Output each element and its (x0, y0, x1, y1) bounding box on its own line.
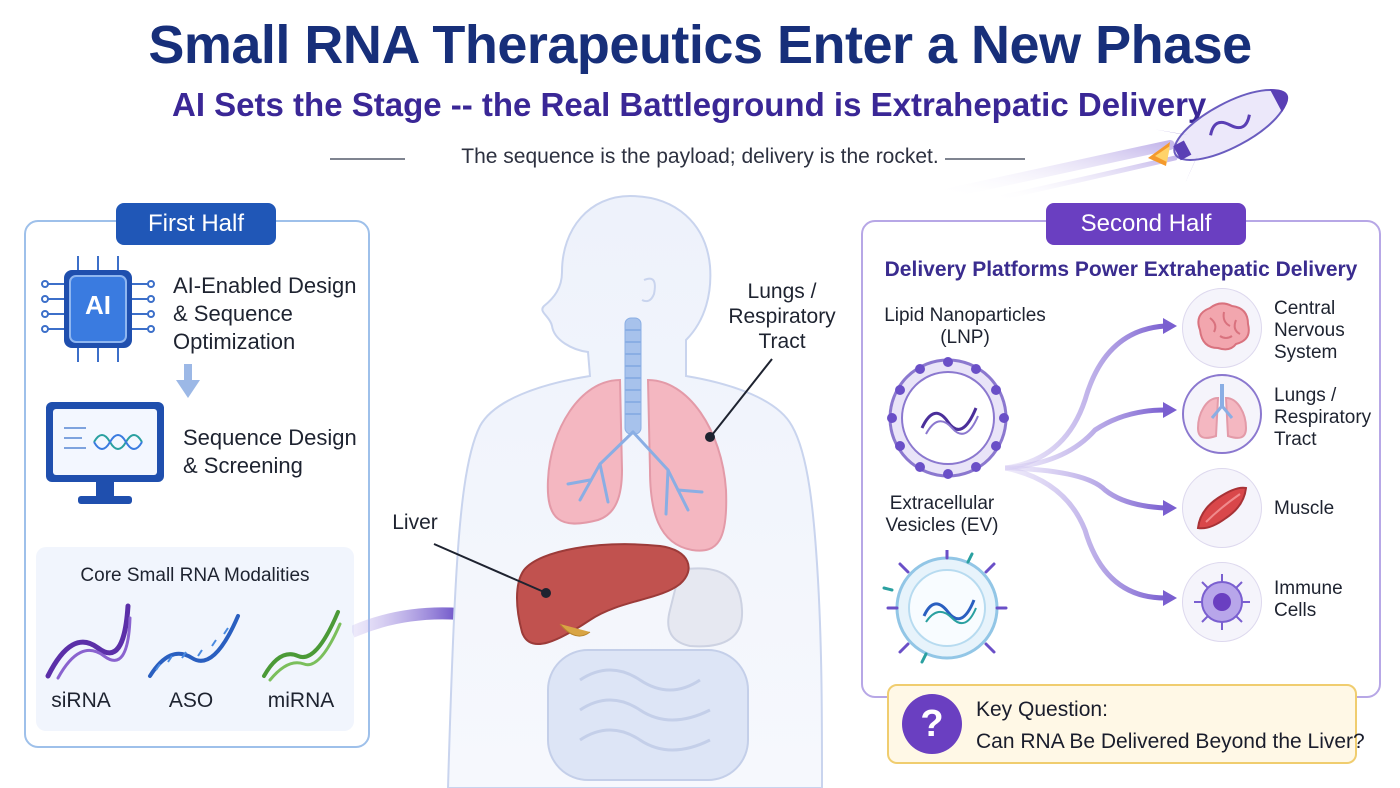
target-cns-label: Central Nervous System (1274, 298, 1345, 363)
human-body-illustration (446, 194, 823, 788)
rocket-icon (935, 89, 1289, 203)
delivery-platforms-title: Delivery Platforms Power Extrahepatic De… (884, 258, 1358, 281)
modality-mirna-label: miRNA (267, 689, 335, 712)
step-ai-design-label: AI-Enabled Design & Sequence Optimizatio… (173, 273, 357, 354)
second-half-badge: Second Half (1046, 203, 1246, 245)
lungs-leader-line (705, 358, 773, 442)
key-question-text: Can RNA Be Delivered Beyond the Liver? (976, 730, 1365, 753)
target-immune-label: Immune Cells (1274, 578, 1343, 621)
target-lungs-label: Lungs / Respiratory Tract (1274, 385, 1372, 450)
tagline: The sequence is the payload; delivery is… (461, 145, 939, 168)
muscle-icon (1196, 486, 1248, 530)
aso-icon (148, 614, 240, 678)
key-question-box (887, 684, 1357, 764)
lnp-label: Lipid Nanoparticles (LNP) (884, 305, 1046, 348)
sirna-icon (45, 603, 132, 680)
lungs-label: Lungs / Respiratory Tract (728, 280, 836, 353)
modality-sirna-label: siRNA (51, 689, 111, 712)
brain-icon (1197, 302, 1250, 351)
distribution-arrows (1005, 318, 1177, 606)
liver-label: Liver (392, 511, 438, 534)
ev-icon (882, 550, 1008, 664)
tagline-rule-right (945, 158, 1025, 160)
ai-chip-icon (41, 256, 155, 362)
page-title: Small RNA Therapeutics Enter a New Phase (148, 15, 1252, 75)
target-muscle-label: Muscle (1274, 498, 1335, 519)
liver-leader-line (433, 543, 551, 598)
key-question-title: Key Question: (976, 698, 1108, 721)
monitor-icon (46, 402, 164, 504)
down-arrow-icon (176, 364, 200, 398)
modality-aso-label: ASO (168, 689, 214, 712)
immune-cell-icon (1194, 574, 1250, 630)
rna-strands-illustration (45, 603, 342, 682)
core-modalities-title: Core Small RNA Modalities (80, 565, 310, 586)
first-half-badge: First Half (116, 203, 276, 245)
ev-label: Extracellular Vesicles (EV) (885, 493, 999, 536)
question-mark-icon: ? (902, 694, 962, 754)
lungs-icon (1196, 384, 1248, 439)
mirna-icon (262, 610, 342, 682)
ai-chip-label: AI (85, 290, 111, 320)
step-sequence-design-label: Sequence Design & Screening (183, 425, 357, 478)
page-subtitle: AI Sets the Stage -- the Real Battlegrou… (172, 86, 1207, 123)
core-modalities-box (36, 547, 354, 731)
lnp-icon (887, 357, 1009, 479)
tagline-rule-left (330, 158, 405, 160)
